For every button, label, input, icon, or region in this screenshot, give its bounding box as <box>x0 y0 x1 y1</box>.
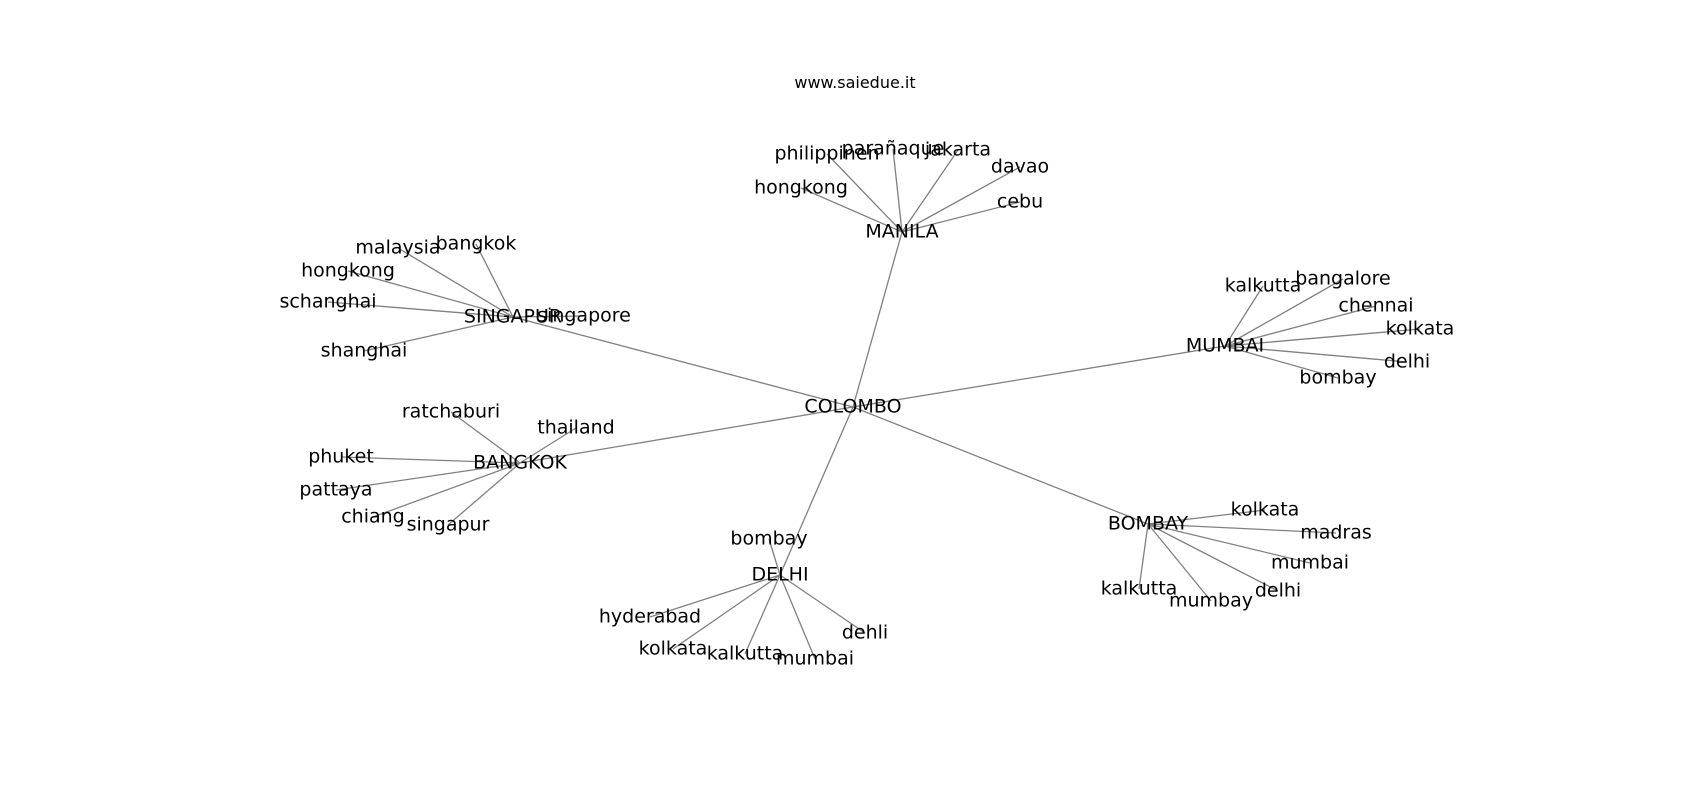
edge-singapur-bangkok <box>475 243 514 318</box>
node-leaf-label: hyderabad <box>599 606 701 628</box>
edge-singapur-schanghai <box>327 301 514 318</box>
edge-mumbai-delhi <box>1224 345 1408 363</box>
edge-bombay-kolkata <box>1147 509 1266 525</box>
node-leaf-label: chennai <box>1338 295 1413 317</box>
edge-delhi-kolkata <box>672 574 781 650</box>
node-hub-label: BANGKOK <box>473 452 567 474</box>
node-leaf-label: ratchaburi <box>402 401 500 423</box>
node-leaf-label: thailand <box>537 417 614 439</box>
node-leaf-label: hongkong <box>301 260 395 282</box>
edge-delhi-bombay <box>768 538 781 576</box>
node-leaf-label: jakarta <box>924 139 991 161</box>
node-leaf-label: kalkutta <box>1101 578 1178 600</box>
edge-singapur-hongkong <box>347 270 514 318</box>
node-leaf-label: davao <box>991 156 1049 178</box>
edge-bangkok-ratchaburi <box>450 411 521 464</box>
node-hub-label: DELHI <box>751 564 808 586</box>
edges-layer <box>327 148 1421 660</box>
edge-bangkok-pattaya <box>335 462 521 491</box>
node-leaf-label: malaysia <box>355 237 440 259</box>
edge-bombay-madras <box>1147 523 1337 534</box>
node-leaf-label: kalkutta <box>1225 275 1302 297</box>
edge-center-singapur <box>512 316 854 408</box>
node-leaf-label: pattaya <box>299 479 372 501</box>
edge-bangkok-phuket <box>340 456 521 464</box>
edge-mumbai-chennai <box>1224 305 1377 347</box>
node-leaf-label: singapur <box>407 514 490 536</box>
node-leaf-label: cebu <box>997 191 1043 213</box>
node-leaf-label: kolkata <box>1231 499 1300 521</box>
node-leaf-label: philippinen <box>774 143 879 165</box>
node-leaf-label: mumbai <box>776 648 854 670</box>
node-hub-label: MANILA <box>865 221 938 243</box>
edge-bangkok-singapur <box>447 462 521 526</box>
edge-singapur-malaysia <box>397 247 514 318</box>
edge-bombay-mumbai <box>1147 523 1311 564</box>
node-leaf-label: delhi <box>1255 580 1301 602</box>
node-leaf-label: kolkata <box>639 638 708 660</box>
edge-center-delhi <box>779 406 854 576</box>
edge-bombay-delhi <box>1147 523 1279 592</box>
edge-bangkok-thailand <box>519 427 577 464</box>
edge-center-bombay <box>852 406 1149 525</box>
node-leaf-label: chiang <box>341 506 405 528</box>
edge-mumbai-bangalore <box>1224 278 1344 347</box>
node-leaf-label: bangkok <box>436 233 517 255</box>
edge-delhi-mumbai <box>779 574 816 660</box>
edge-manila-jakarta <box>901 149 959 233</box>
edge-delhi-dehli <box>779 574 866 634</box>
node-hub-label: SINGAPUR <box>464 306 562 328</box>
node-leaf-label: delhi <box>1384 351 1430 373</box>
node-leaf-label: bombay <box>730 528 807 550</box>
node-center-label: COLOMBO <box>804 396 901 418</box>
edge-manila-davao <box>901 166 1021 233</box>
node-leaf-label: mumbay <box>1169 590 1253 612</box>
edge-bombay-mumbay <box>1147 523 1212 602</box>
node-hub-label: MUMBAI <box>1186 335 1264 357</box>
node-leaf-label: bangalore <box>1295 268 1390 290</box>
labels-layer: COLOMBO MANILA philippinenparañaquejakarta… <box>279 138 1454 670</box>
edge-manila-hongkong <box>800 187 903 233</box>
node-leaf-label: schanghai <box>279 291 376 313</box>
node-leaf-label: phuket <box>308 446 374 468</box>
site-label: www.saiedue.it <box>794 73 915 92</box>
node-leaf-label: kalkutta <box>707 643 784 665</box>
edge-delhi-kalkutta <box>744 574 781 655</box>
edge-bangkok-chiang <box>372 462 521 518</box>
edge-delhi-hyderabad <box>649 574 781 618</box>
node-leaf-label: hongkong <box>754 177 848 199</box>
node-leaf-label: shanghai <box>321 340 408 362</box>
edge-mumbai-kolkata <box>1224 328 1421 347</box>
node-leaf-label: madras <box>1300 522 1372 544</box>
edge-bombay-kalkutta <box>1138 523 1149 590</box>
edge-manila-philippinen <box>826 153 903 233</box>
node-leaf-label: mumbai <box>1271 552 1349 574</box>
node-leaf-label: kolkata <box>1386 318 1455 340</box>
edge-singapur-shanghai <box>363 316 514 352</box>
node-leaf-label: dehli <box>842 622 888 644</box>
edge-center-manila <box>852 231 903 408</box>
node-leaf-label: parañaque <box>842 138 945 160</box>
edge-center-mumbai <box>852 345 1226 408</box>
node-hub-label: BOMBAY <box>1108 513 1189 535</box>
edge-manila-cebu <box>901 201 1021 233</box>
node-leaf-label: singapore <box>537 305 631 327</box>
edge-center-bangkok <box>519 406 854 464</box>
edge-singapur-singapore <box>512 315 585 318</box>
edge-mumbai-bombay <box>1224 345 1339 379</box>
edge-manila-parañaque <box>892 148 903 233</box>
node-leaf-label: bombay <box>1299 367 1376 389</box>
edge-mumbai-kalkutta <box>1224 285 1264 347</box>
